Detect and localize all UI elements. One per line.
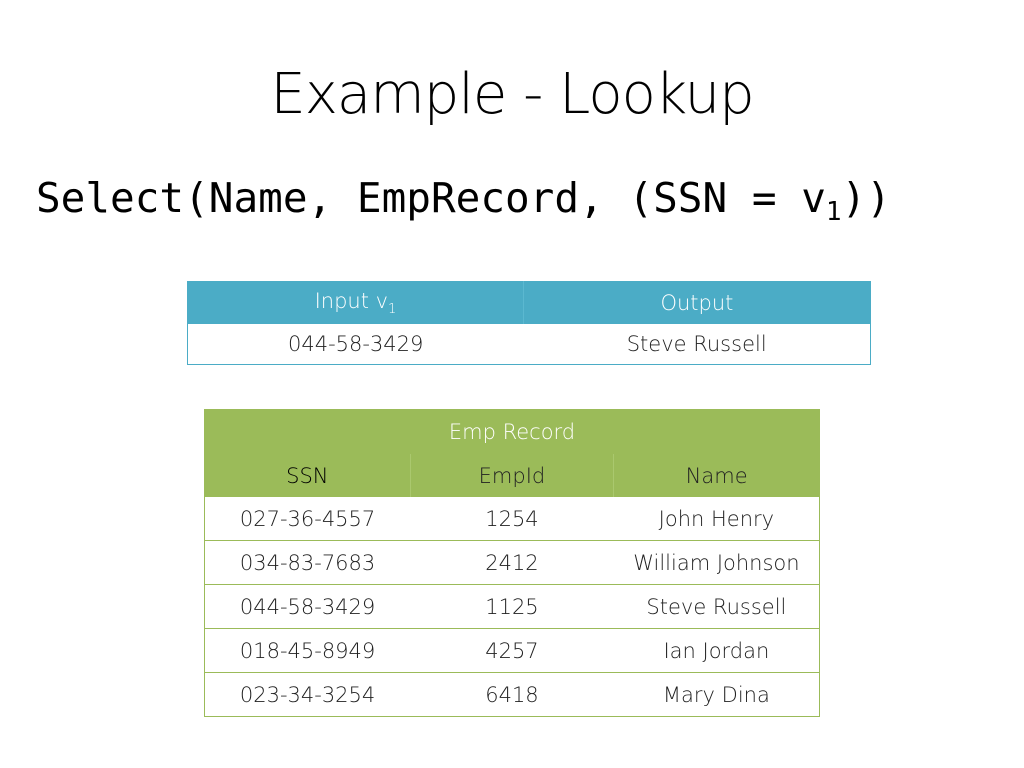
emp-record-caption: Emp Record <box>204 409 820 454</box>
table-row: 044-58-3429 1125 Steve Russell <box>204 584 820 629</box>
table-row: 027-36-4557 1254 John Henry <box>205 497 820 541</box>
lookup-row: 044-58-3429 Steve Russell <box>188 324 871 365</box>
emp-record-table: Emp Record SSN EmpId Name 027-36-4557 12… <box>204 409 820 717</box>
name-cell: William Johnson <box>613 540 820 585</box>
table-row: 023-34-3254 6418 Mary Dina <box>204 672 820 717</box>
lookup-header-output: Output <box>522 281 871 324</box>
empid-cell: 4257 <box>410 628 614 673</box>
ssn-cell: 023-34-3254 <box>204 672 411 717</box>
emp-record-caption-row: Emp Record <box>204 409 820 454</box>
ssn-cell: 034-83-7683 <box>204 540 411 585</box>
lookup-header-input-label: Input v <box>314 288 389 313</box>
table-row: 034-83-7683 2412 William Johnson <box>204 540 820 585</box>
lookup-input-value: 044-58-3429 <box>287 332 424 356</box>
empid-cell: 6418 <box>410 672 614 717</box>
column-header-ssn: SSN <box>204 454 411 497</box>
ssn-cell: 018-45-8949 <box>204 628 411 673</box>
select-formula: Select(Name, EmpRecord, (SSN = v1)) <box>36 174 891 227</box>
name-cell: Mary Dina <box>613 672 820 717</box>
ssn-cell: 044-58-3429 <box>204 584 411 629</box>
table-row: 018-45-8949 4257 Ian Jordan <box>204 628 820 673</box>
name-cell: Steve Russell <box>613 584 820 629</box>
formula-prefix: Select(Name, EmpRecord, (SSN = v <box>36 174 826 222</box>
ssn-cell: 027-36-4557 <box>239 506 376 531</box>
name-cell: Ian Jordan <box>613 628 820 673</box>
column-header-name: Name <box>613 454 820 497</box>
lookup-output-value: Steve Russell <box>626 332 767 356</box>
lookup-header-input: Input v1 <box>187 281 524 324</box>
column-header-empid: EmpId <box>409 454 614 497</box>
formula-subscript: 1 <box>825 197 842 227</box>
lookup-header-row: Input v1 Output <box>187 281 871 324</box>
slide-title: Example - Lookup <box>270 62 754 127</box>
emp-record-header-row: SSN EmpId Name <box>204 454 820 497</box>
lookup-header-input-subscript: 1 <box>388 302 397 318</box>
empid-cell: 1254 <box>485 506 539 531</box>
lookup-table: Input v1 Output 044-58-3429 Steve Russel… <box>187 281 871 365</box>
formula-suffix: )) <box>841 174 891 222</box>
empid-cell: 2412 <box>410 540 614 585</box>
name-cell: John Henry <box>658 506 775 531</box>
empid-cell: 1125 <box>410 584 614 629</box>
